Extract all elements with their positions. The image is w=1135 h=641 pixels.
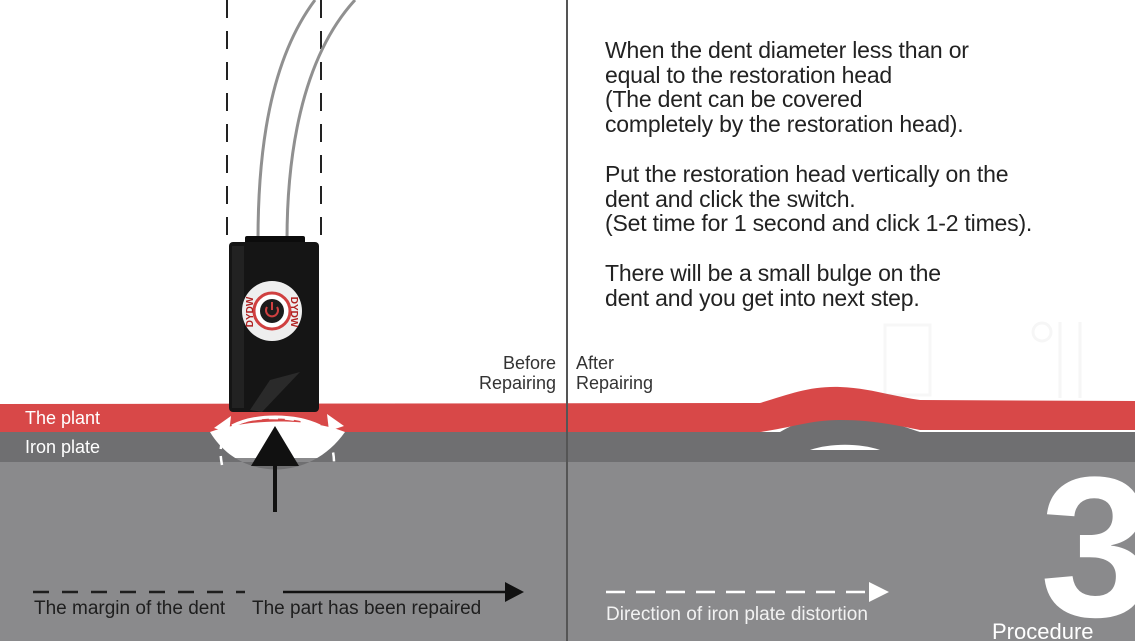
instruction-paragraph-1: When the dent diameter less than or equa… [605,37,969,137]
right-arrowhead [327,414,344,431]
device-cable-right [285,0,357,241]
device-label-left: DYDW [245,296,256,327]
before-repairing-label: Before Repairing [478,353,556,393]
instruction-paragraph-3: There will be a small bulge on the dent … [605,260,941,311]
after-repairing-label: After Repairing [576,353,654,393]
bulge-gap [810,444,880,450]
power-button-icon [242,281,302,341]
repair-arc [231,415,321,428]
plant-layer-label: The plant [25,408,101,428]
legend-margin-label: The margin of the dent [34,598,226,619]
background-watermark [883,321,1082,398]
instruction-paragraph-2: Put the restoration head vertically on t… [605,161,1033,236]
device-cable-left [256,0,317,241]
legend-distortion-label: Direction of iron plate distortion [606,604,868,625]
legend-solid-arrowhead [505,582,524,602]
distortion-arrowhead [869,582,889,602]
iron-plate-label: Iron plate [25,437,101,457]
force-arrow-head [251,426,299,466]
step-number: 3 [1040,436,1135,641]
left-arrowhead [214,416,231,433]
step-label: Procedure [992,619,1094,641]
device-label-right: DYDW [288,297,299,328]
legend-repaired-label: The part has been repaired [252,598,482,619]
